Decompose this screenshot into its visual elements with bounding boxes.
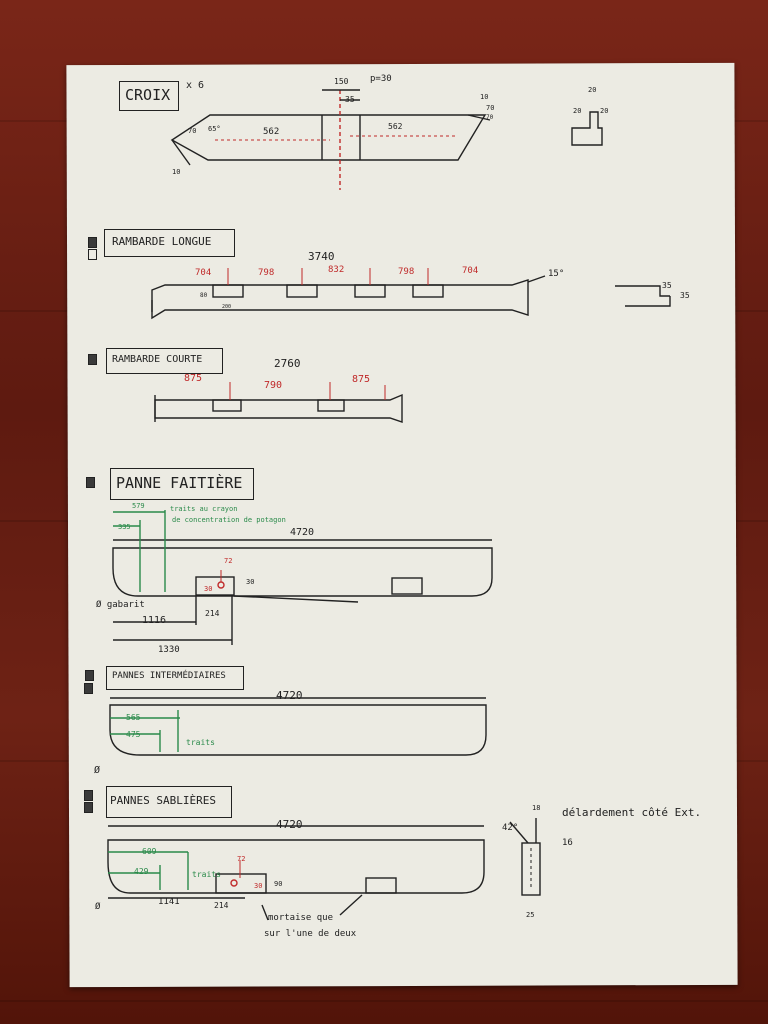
checkbox-marker <box>84 683 93 694</box>
panne-faitiere-title-box <box>110 468 254 500</box>
checkbox-marker <box>84 790 93 801</box>
croix-angle-65: 65° <box>208 125 221 133</box>
pannes-intermediaires-traits: traits <box>186 738 215 747</box>
panne-faitiere-dim-72: 72 <box>224 557 233 565</box>
pannes-sablieres-dim-72: 72 <box>237 855 246 863</box>
pannes-sablieres-total: 4720 <box>276 818 303 831</box>
croix-dim-150: 150 <box>334 77 349 86</box>
delardement-note: délardement côté Ext. <box>562 806 702 819</box>
checkbox-marker <box>84 802 93 813</box>
panne-faitiere-title: PANNE FAITIÈRE <box>116 474 243 492</box>
rambarde-courte-drawing <box>154 382 403 423</box>
croix-dim-p30: p=30 <box>370 74 392 84</box>
panne-faitiere-dim-1330: 1330 <box>158 645 180 655</box>
pannes-intermediaires-dim-475: 475 <box>126 730 141 739</box>
panne-faitiere-dim-30-right: 30 <box>246 578 255 586</box>
pannes-intermediaires-drawing <box>109 697 487 756</box>
croix-dim-35: 35 <box>345 95 355 104</box>
croix-dim-10-bottom: 10 <box>172 168 181 176</box>
rambarde-courte-total: 2760 <box>274 357 301 370</box>
panne-faitiere-dim-1116: 1116 <box>142 615 167 626</box>
checkbox-marker <box>88 249 97 260</box>
panne-faitiere-dim-579: 579 <box>132 502 145 510</box>
rambarde-longue-total: 3740 <box>308 250 335 263</box>
pannes-sablieres-drawing <box>107 818 541 921</box>
rambarde-longue-dim-798-right: 798 <box>398 267 415 277</box>
croix-title: CROIX <box>125 86 171 104</box>
section-dim-35-top: 35 <box>662 281 672 290</box>
pannes-sablieres-dim-30: 30 <box>254 882 263 890</box>
rambarde-longue-dim-200: 200 <box>222 304 232 310</box>
rambarde-courte-title: RAMBARDE COURTE <box>112 354 203 365</box>
croix-multiplier: x 6 <box>186 80 205 91</box>
croix-dim-70-right: 70 <box>486 104 495 112</box>
section-dim-16: 16 <box>562 838 573 848</box>
tenon-profile <box>571 111 603 146</box>
rambarde-longue-drawing <box>151 268 671 320</box>
panne-faitiere-gabarit-note: Ø gabarit <box>96 600 145 610</box>
croix-dim-562-left: 562 <box>263 127 280 137</box>
pannes-sablieres-mortaise-note-1: mortaise que <box>268 913 334 923</box>
pannes-sablieres-dim-1141: 1141 <box>158 897 180 907</box>
tenon-dim-20-right: 20 <box>600 107 609 115</box>
croix-dim-70-left: 70 <box>188 127 197 135</box>
pannes-sablieres-title-box <box>106 786 232 818</box>
pannes-sablieres-traits: traits <box>192 870 221 879</box>
pannes-sablieres-dim-90: 90 <box>274 880 283 888</box>
croix-dim-562-right: 562 <box>388 122 403 131</box>
checkbox-marker <box>88 354 97 365</box>
pannes-sablieres-dim-609: 609 <box>142 847 157 856</box>
tenon-dim-20-left: 20 <box>573 107 582 115</box>
panne-faitiere-note-1: traits au crayon <box>170 505 238 513</box>
rambarde-longue-dim-832: 832 <box>328 265 345 275</box>
pannes-sablieres-dim-214: 214 <box>214 901 229 910</box>
panne-faitiere-total: 4720 <box>290 527 315 538</box>
croix-title-box <box>119 81 179 111</box>
rambarde-longue-dim-704-right: 704 <box>462 266 479 276</box>
rambarde-longue-title-box <box>104 229 235 257</box>
rambarde-longue-dim-704-left: 704 <box>195 268 212 278</box>
pannes-sablieres-mortaise-note-2: sur l'une de deux <box>264 929 357 939</box>
pannes-sablieres-dim-429: 429 <box>134 867 149 876</box>
panne-faitiere-dim-30-left: 30 <box>204 585 213 593</box>
rambarde-longue-title: RAMBARDE LONGUE <box>112 235 212 248</box>
rambarde-longue-angle: 15° <box>548 269 565 279</box>
checkbox-marker <box>85 670 94 681</box>
pannes-sablieres-title: PANNES SABLIÈRES <box>110 794 216 807</box>
rambarde-courte-dim-875-left: 875 <box>184 373 203 384</box>
checkbox-marker <box>88 237 97 248</box>
pannes-intermediaires-title: PANNES INTERMÉDIAIRES <box>112 671 226 681</box>
rambarde-courte-dim-790: 790 <box>264 380 283 391</box>
pannes-intermediaires-dim-565: 565 <box>126 713 141 722</box>
panne-faitiere-dim-214: 214 <box>205 609 220 618</box>
section-dim-25: 25 <box>526 911 535 919</box>
panne-faitiere-dim-335: 335 <box>118 523 131 531</box>
pannes-sablieres-zero: Ø <box>95 902 101 912</box>
section-angle-42: 42° <box>502 823 519 833</box>
tenon-dim-20-top: 20 <box>588 86 597 94</box>
rambarde-longue-dim-80: 80 <box>200 292 208 299</box>
rambarde-courte-title-box <box>106 348 223 374</box>
rambarde-courte-dim-875-right: 875 <box>352 374 371 385</box>
section-dim-18: 18 <box>532 804 541 812</box>
panne-faitiere-drawing <box>112 510 493 645</box>
pannes-intermediaires-zero: Ø <box>94 765 101 776</box>
croix-dim-70-extra: 70 <box>486 114 494 121</box>
panne-faitiere-note-2: de concentration de potagon <box>172 516 286 524</box>
croix-beam-drawing <box>170 89 491 190</box>
section-dim-35-right: 35 <box>680 291 690 300</box>
checkbox-marker <box>86 477 95 488</box>
croix-dim-10-top: 10 <box>480 93 489 101</box>
pannes-intermediaires-total: 4720 <box>276 689 303 702</box>
rambarde-longue-dim-798-left: 798 <box>258 268 275 278</box>
pannes-intermediaires-title-box <box>106 666 244 690</box>
